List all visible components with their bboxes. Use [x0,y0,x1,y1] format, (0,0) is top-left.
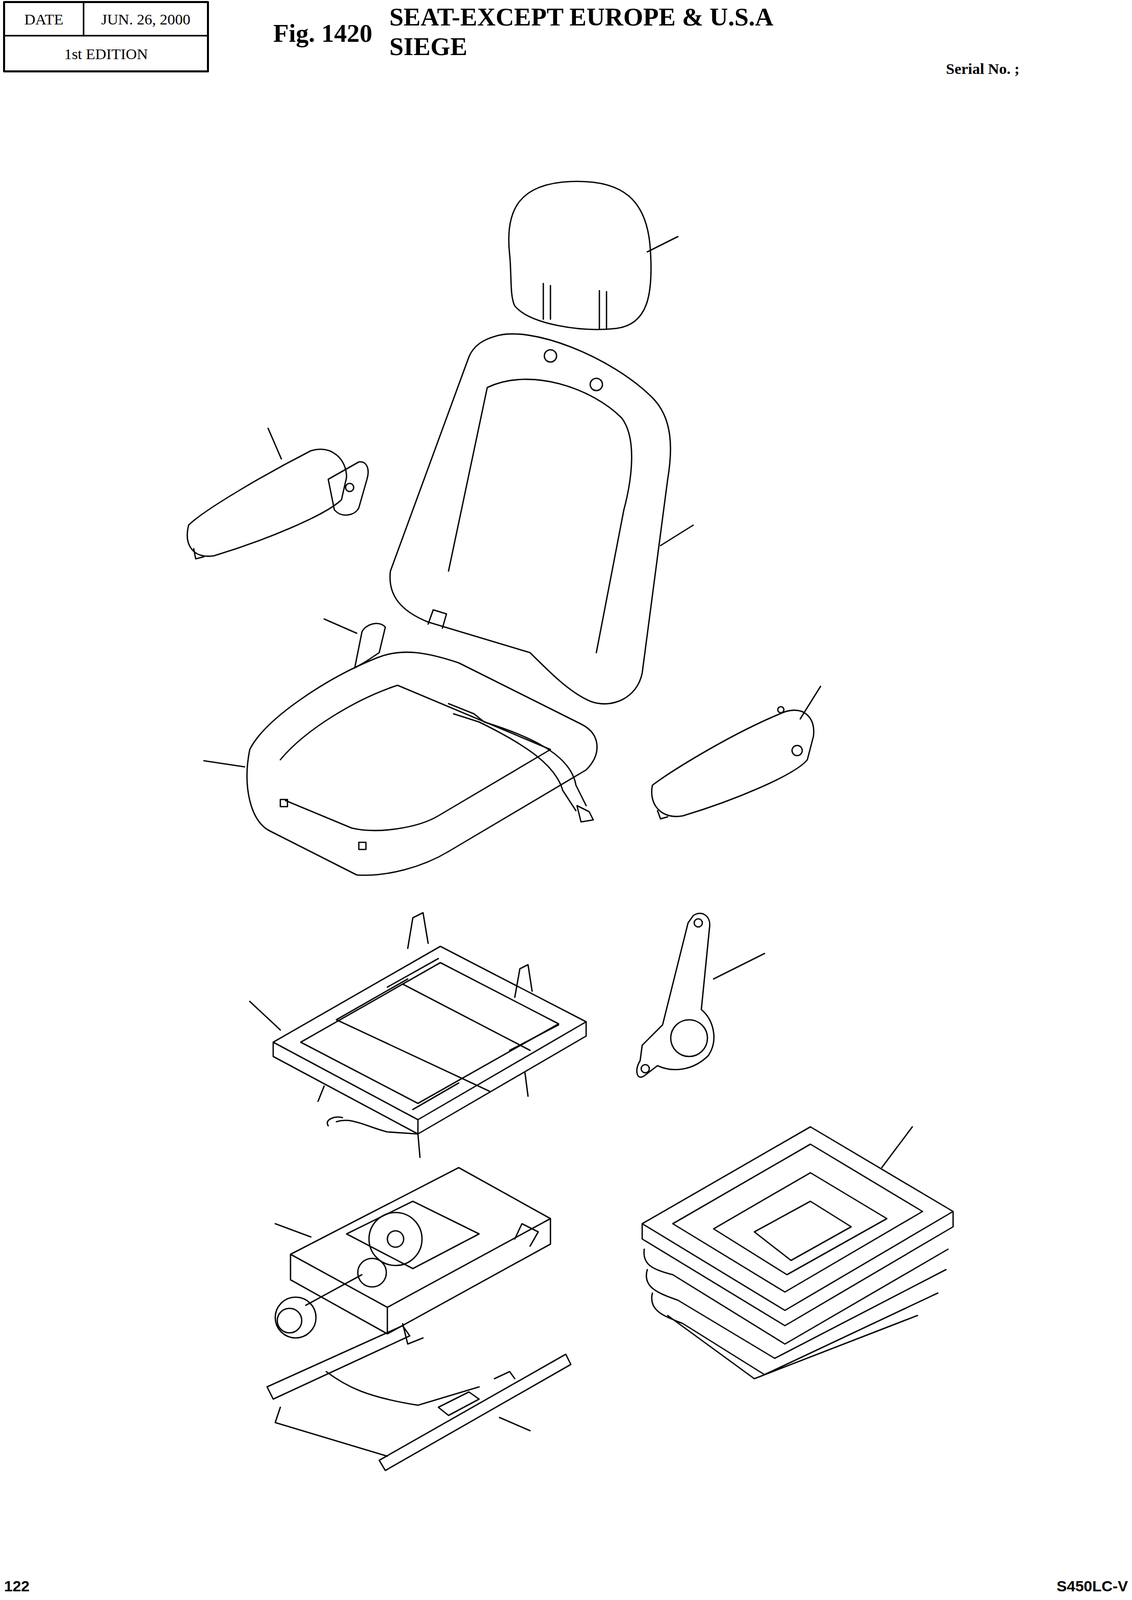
table-cell: JUN. 26, 2000 [84,3,207,35]
adjust-lever [327,1116,418,1134]
suspension-plate [346,1200,480,1269]
adjust-shaft [305,1274,362,1305]
leader-line [324,618,357,634]
frame-bracket [318,912,533,1157]
frame-crossbar [336,978,531,1091]
fixing-hole [792,745,803,756]
model-code: S450LC-V [1056,1576,1128,1594]
right-armrest [651,709,814,816]
bellows-fold [643,1248,949,1379]
table-cell: DATE [5,3,83,35]
recliner-hub [670,1019,708,1057]
bellows-fold [713,1172,887,1275]
seat-cushion [247,651,598,875]
armrest-plate [328,461,368,515]
suspension-unit [290,1167,551,1334]
rail-handle [275,1371,480,1456]
headrest [508,181,651,330]
belt-anchor [576,805,594,822]
figure-title: SEAT-EXCEPT EUROPE & U.S.A [389,3,774,32]
slide-rail [267,1325,571,1470]
leader-line [881,1126,913,1168]
serial-number: Serial No. ; [945,60,1020,77]
suspension-bracket [402,1223,539,1344]
rail-clip [438,1371,515,1415]
table-cell: 1st EDITION [5,36,207,71]
leader-line [499,1416,531,1431]
fixing-hole [544,349,557,362]
gear-small [357,1257,387,1287]
slide-spring [387,958,559,1110]
backrest-panel [448,379,632,653]
armrest-pin [657,810,668,819]
leader-line [275,1223,311,1237]
date-table [4,2,208,72]
adjust-knob [275,1296,317,1338]
armrest-pin [193,548,204,559]
bellows-opening [672,1143,923,1292]
slide-frame [273,945,587,1134]
seat-belt [448,703,587,811]
figure-subtitle: SIEGE [389,32,468,61]
leader-line [268,428,282,459]
fixing-hole [777,706,784,713]
frame-inner [300,962,559,1103]
leader-line [203,760,245,767]
cushion-tag [358,841,366,850]
backrest [389,333,671,704]
table-rule [4,35,208,37]
fixing-hole [345,483,354,492]
gear-hub [387,1230,404,1247]
leader-line [713,953,765,979]
gear-wheel [369,1212,423,1266]
leader-line [660,524,694,546]
cushion-seam [280,685,551,831]
adjust-knob-face [277,1307,302,1333]
fixing-hole [641,1064,650,1073]
table-rule [83,2,85,36]
backrest-bracket [428,609,447,628]
page-number: 122 [4,1576,30,1594]
recliner-lever [637,912,715,1077]
belt-buckle [354,623,386,668]
fixing-hole [590,378,603,391]
headrest-post [543,283,607,329]
left-armrest [187,449,347,557]
bellows-top [642,1126,954,1326]
cushion-tag [280,799,288,807]
leader-line [800,686,821,719]
fixing-hole [694,918,703,927]
figure-number: Fig. 1420 [273,19,373,48]
leader-line [647,236,678,252]
leader-line [249,1001,281,1030]
